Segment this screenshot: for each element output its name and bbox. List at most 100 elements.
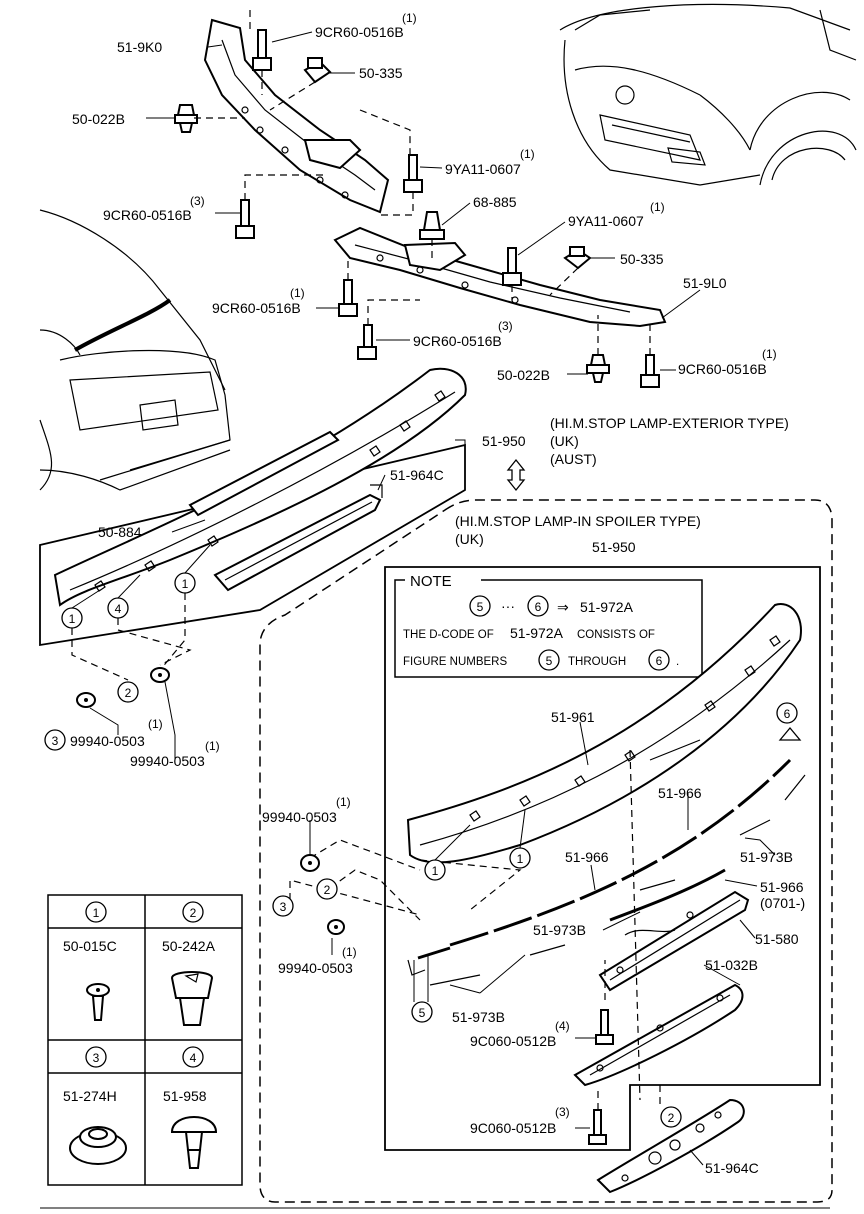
legend-num-3: 3 (93, 1051, 100, 1065)
callout-1-spoiler-b-text: 1 (517, 852, 524, 866)
label-51-950-spoiler: 51-950 (592, 539, 636, 555)
label-9c060-b: 9C060-0512B (470, 1120, 556, 1136)
legend-num-2: 2 (190, 906, 197, 920)
exterior-type-line2: (UK) (550, 433, 579, 449)
label-68-885: 68-885 (473, 194, 517, 210)
note-range-sep: ··· (501, 598, 515, 614)
label-99940-d: 99940-0503 (278, 960, 353, 976)
qty-9cr60-left: (3) (190, 194, 205, 208)
qty-9ya11-top: (1) (520, 147, 535, 161)
label-51-966-c-code: (0701-) (760, 895, 805, 911)
grommet-icon (69, 1126, 127, 1165)
callout-4-text: 4 (115, 602, 122, 616)
spoiler-callouts: 6 1 1 2 3 5 2 (272, 702, 802, 1128)
note-line3-end: . (676, 656, 679, 668)
clip-50-022b-lower (586, 354, 610, 383)
legend-num-1: 1 (93, 906, 100, 920)
exterior-type-line1: (HI.M.STOP LAMP-EXTERIOR TYPE) (550, 415, 789, 431)
callout-2-lamp (660, 1106, 682, 1128)
label-51-973b-a: 51-973B (740, 849, 793, 865)
callout-1-right-text: 1 (182, 577, 189, 591)
qty-9c060-b: (3) (555, 1105, 570, 1119)
callout-1-spoiler-a-text: 1 (432, 864, 439, 878)
callout-2-text: 2 (125, 686, 132, 700)
callout-6 (776, 702, 798, 724)
leader-lines (146, 31, 776, 1166)
qty-9cr60-mid: (1) (290, 286, 305, 300)
bolt-9cr60-right (640, 354, 660, 388)
exterior-type-line3: (AUST) (550, 451, 597, 467)
note-range-to: 6 (535, 600, 542, 614)
clip-68-885 (419, 211, 445, 240)
label-50-335-top: 50-335 (359, 65, 403, 81)
label-51-973b-c: 51-973B (452, 1009, 505, 1025)
in-spoiler-panel (259, 499, 833, 1203)
note-range-part: 51-972A (580, 599, 634, 615)
bracket-51-9l0 (333, 226, 667, 328)
note-title: NOTE (410, 573, 452, 590)
label-51-9l0: 51-9L0 (683, 275, 727, 291)
note-line3-n1: 5 (546, 654, 553, 668)
clip-50-022b-top (174, 104, 198, 133)
exterior-type-panel (39, 367, 467, 647)
cover-51-032b (573, 983, 744, 1087)
variant-arrow (506, 458, 526, 492)
qty-99940-b: (1) (205, 739, 220, 753)
legend-part-3: 51-274H (63, 1088, 117, 1104)
label-51-950-exterior: 51-950 (482, 433, 526, 449)
label-50-884: 50-884 (98, 524, 142, 540)
bolt-9cr60-lower (357, 324, 377, 360)
label-51-580: 51-580 (755, 931, 799, 947)
callout-2-spoiler (316, 878, 338, 900)
note-arrow: ⇒ (557, 599, 569, 615)
note-line2-b: CONSISTS OF (577, 629, 655, 641)
spoiler-type-line1: (HI.M.STOP LAMP-IN SPOILER TYPE) (455, 513, 701, 529)
lamp-51-964c-spoiler (596, 1098, 745, 1194)
assembly-lines-lower (289, 749, 661, 1110)
label-9ya11-top: 9YA11-0607 (445, 161, 521, 177)
part-labels: 51-9K0 (1) 9CR60-0516B 50-335 50-022B (1… (70, 11, 805, 1176)
label-51-966-a: 51-966 (658, 785, 702, 801)
qty-99940-a: (1) (148, 717, 163, 731)
screw-9c060-b (588, 1109, 607, 1145)
label-51-9k0: 51-9K0 (117, 39, 162, 55)
exterior-callouts: 1 4 1 2 3 (44, 544, 211, 760)
lamp-51-580 (598, 890, 750, 992)
callout-2-lamp-text: 2 (668, 1111, 675, 1125)
bracket-51-9k0 (203, 18, 390, 214)
label-99940-b: 99940-0503 (130, 753, 205, 769)
square-push-clip-icon (170, 971, 214, 1026)
bolt-9ya11-right (502, 247, 522, 286)
spoiler-type-line2: (UK) (455, 531, 484, 547)
callout-2-spoiler-text: 2 (324, 883, 331, 897)
label-50-022b-top: 50-022B (72, 111, 125, 127)
label-51-966-b: 51-966 (565, 849, 609, 865)
label-9ya11-right: 9YA11-0607 (568, 213, 644, 229)
label-51-964c-exterior: 51-964C (390, 467, 444, 483)
note-line3-a: FIGURE NUMBERS (403, 656, 507, 668)
label-51-964c-spoiler: 51-964C (705, 1160, 759, 1176)
label-51-973b-b: 51-973B (533, 922, 586, 938)
strips-51-966 (407, 758, 806, 986)
callout-3-spoiler (272, 895, 294, 917)
label-9cr60-lower: 9CR60-0516B (413, 333, 502, 349)
label-9cr60-right: 9CR60-0516B (678, 361, 767, 377)
label-50-022b-lower: 50-022B (497, 367, 550, 383)
note-line3-n2: 6 (656, 654, 663, 668)
bolt-9ya11-top (403, 154, 423, 193)
push-rivet-clip-icon (86, 983, 110, 1021)
label-9cr60-top: 9CR60-0516B (315, 24, 404, 40)
label-99940-a: 99940-0503 (70, 733, 145, 749)
qty-9c060-a: (4) (555, 1019, 570, 1033)
legend-table: 1 50-015C 2 50-242A 3 51-274H 4 51-958 (47, 894, 243, 1186)
note-line2-a: THE D-CODE OF (403, 629, 494, 641)
label-9c060-a: 9C060-0512B (470, 1033, 556, 1049)
callout-6-text: 6 (784, 707, 791, 721)
vehicle-front-sketch (559, 3, 857, 186)
note-line2-part: 51-972A (510, 625, 564, 641)
note-box: NOTE 5 ··· 6 ⇒ 51-972A THE D-CODE OF 51-… (394, 570, 703, 678)
bolt-9cr60-left (235, 199, 255, 239)
label-51-961: 51-961 (551, 709, 595, 725)
qty-9cr60-right: (1) (762, 347, 777, 361)
callout-3-spoiler-text: 3 (280, 900, 287, 914)
